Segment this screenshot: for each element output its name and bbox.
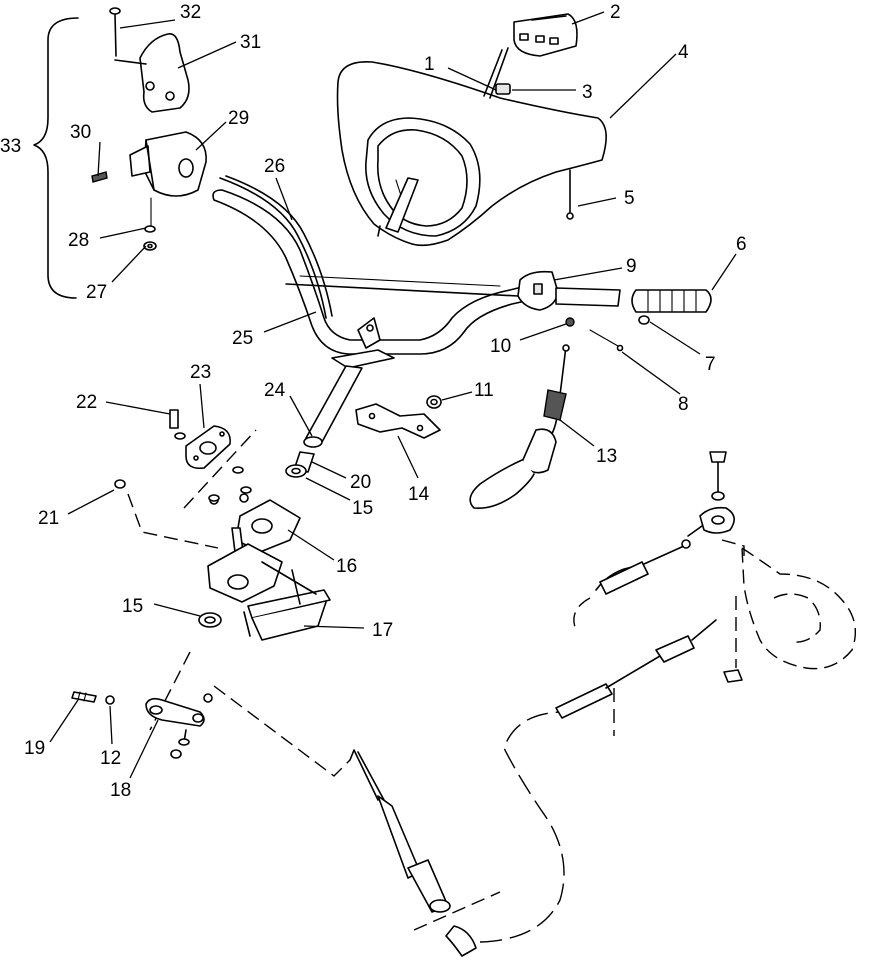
right-cable-assembly xyxy=(555,619,717,719)
engine-dash-outline xyxy=(741,546,856,670)
callout-13: 13 xyxy=(596,446,617,467)
callout-6: 6 xyxy=(736,234,747,255)
part-29-throttle-housing xyxy=(129,131,207,197)
part-15-bushing-upper xyxy=(285,464,307,478)
callout-16: 16 xyxy=(336,556,357,577)
part-6-grip xyxy=(631,289,712,313)
callout-11: 11 xyxy=(474,380,494,401)
callout-labels: 1 2 3 4 5 6 7 8 9 10 11 12 13 14 15 15 1… xyxy=(0,2,747,801)
cable-dash-lower-bottom xyxy=(413,891,501,931)
callout-20: 20 xyxy=(350,472,371,493)
callout-24: 24 xyxy=(264,380,286,401)
callout-26: 26 xyxy=(264,156,285,177)
part-28-washer xyxy=(144,197,156,233)
callout-29: 29 xyxy=(228,108,249,129)
nut-bottom-right xyxy=(723,669,743,683)
callout-32: 32 xyxy=(180,2,201,23)
callout-12: 12 xyxy=(100,748,121,769)
callout-30: 30 xyxy=(70,122,91,143)
part-17-lower-bracket xyxy=(207,543,331,641)
part-19-bolt xyxy=(71,691,97,703)
part-7-plug xyxy=(638,315,650,325)
part-2-switch xyxy=(513,13,578,57)
engine-dash-bracket xyxy=(721,539,745,556)
callout-15-lower: 15 xyxy=(122,596,143,617)
callout-31: 31 xyxy=(240,32,261,53)
right-dash-left xyxy=(573,597,591,631)
part-26-cable xyxy=(219,175,333,319)
part-24-steering-column xyxy=(303,365,363,448)
callout-21: 21 xyxy=(38,508,59,529)
callout-2: 2 xyxy=(610,2,621,23)
part-21-leader-dash xyxy=(127,493,219,549)
callout-1: 1 xyxy=(424,54,435,75)
part-32-pin xyxy=(109,7,121,57)
callout-22: 22 xyxy=(76,392,97,413)
steering-shaft-stub xyxy=(377,177,419,237)
washers-steering-support xyxy=(208,466,252,502)
group-33-bracket xyxy=(33,17,79,299)
alignment-dash-1 xyxy=(183,429,257,509)
callout-25: 25 xyxy=(232,328,253,349)
part-23-flange xyxy=(185,425,231,470)
callout-14: 14 xyxy=(408,484,430,505)
callout-8: 8 xyxy=(678,394,689,415)
callout-7: 7 xyxy=(705,354,716,375)
cable-dash-lower-left xyxy=(213,685,351,777)
handlebar-right-end xyxy=(555,287,621,307)
callout-3: 3 xyxy=(582,82,593,103)
part-31-bracket xyxy=(114,33,190,113)
leader-lines xyxy=(49,11,737,779)
right-adjuster-cable xyxy=(595,539,691,595)
callout-10: 10 xyxy=(490,336,511,357)
callout-9: 9 xyxy=(626,256,637,277)
callout-19: 19 xyxy=(24,738,45,759)
part-3-clip xyxy=(495,83,511,95)
part-5-screw xyxy=(566,169,574,220)
callout-4: 4 xyxy=(678,42,689,63)
part-12-nut xyxy=(105,695,115,705)
part-8-screw xyxy=(589,329,624,352)
part-10-screw xyxy=(565,317,575,327)
callout-5: 5 xyxy=(624,188,635,209)
ball-joint-rod-end xyxy=(687,451,735,537)
part-9-switch-housing xyxy=(517,270,559,311)
part-30-screw xyxy=(91,171,108,183)
part-13-tether-switch xyxy=(469,344,570,510)
part-1-stem xyxy=(483,47,509,99)
callout-27: 27 xyxy=(86,282,107,303)
part-18-lever xyxy=(145,693,213,759)
callout-17: 17 xyxy=(372,620,393,641)
callout-18: 18 xyxy=(110,780,131,801)
part-16-upper-block xyxy=(209,493,301,561)
engine-dash-inner xyxy=(773,593,821,643)
part-27-nut xyxy=(143,241,157,251)
callout-33: 33 xyxy=(0,136,21,157)
part-14-cover xyxy=(355,403,441,439)
cable-route-dash xyxy=(479,711,565,943)
callout-28: 28 xyxy=(68,230,89,251)
part-21-nut xyxy=(114,479,126,489)
column-mount-plate xyxy=(331,317,395,369)
part-15-bushing-lower xyxy=(198,612,222,628)
part-22-bolt xyxy=(169,409,186,440)
throttle-cable-lower xyxy=(349,749,477,957)
callout-23: 23 xyxy=(190,362,211,383)
callout-15-upper: 15 xyxy=(352,498,373,519)
part-11-grommet xyxy=(426,395,442,409)
